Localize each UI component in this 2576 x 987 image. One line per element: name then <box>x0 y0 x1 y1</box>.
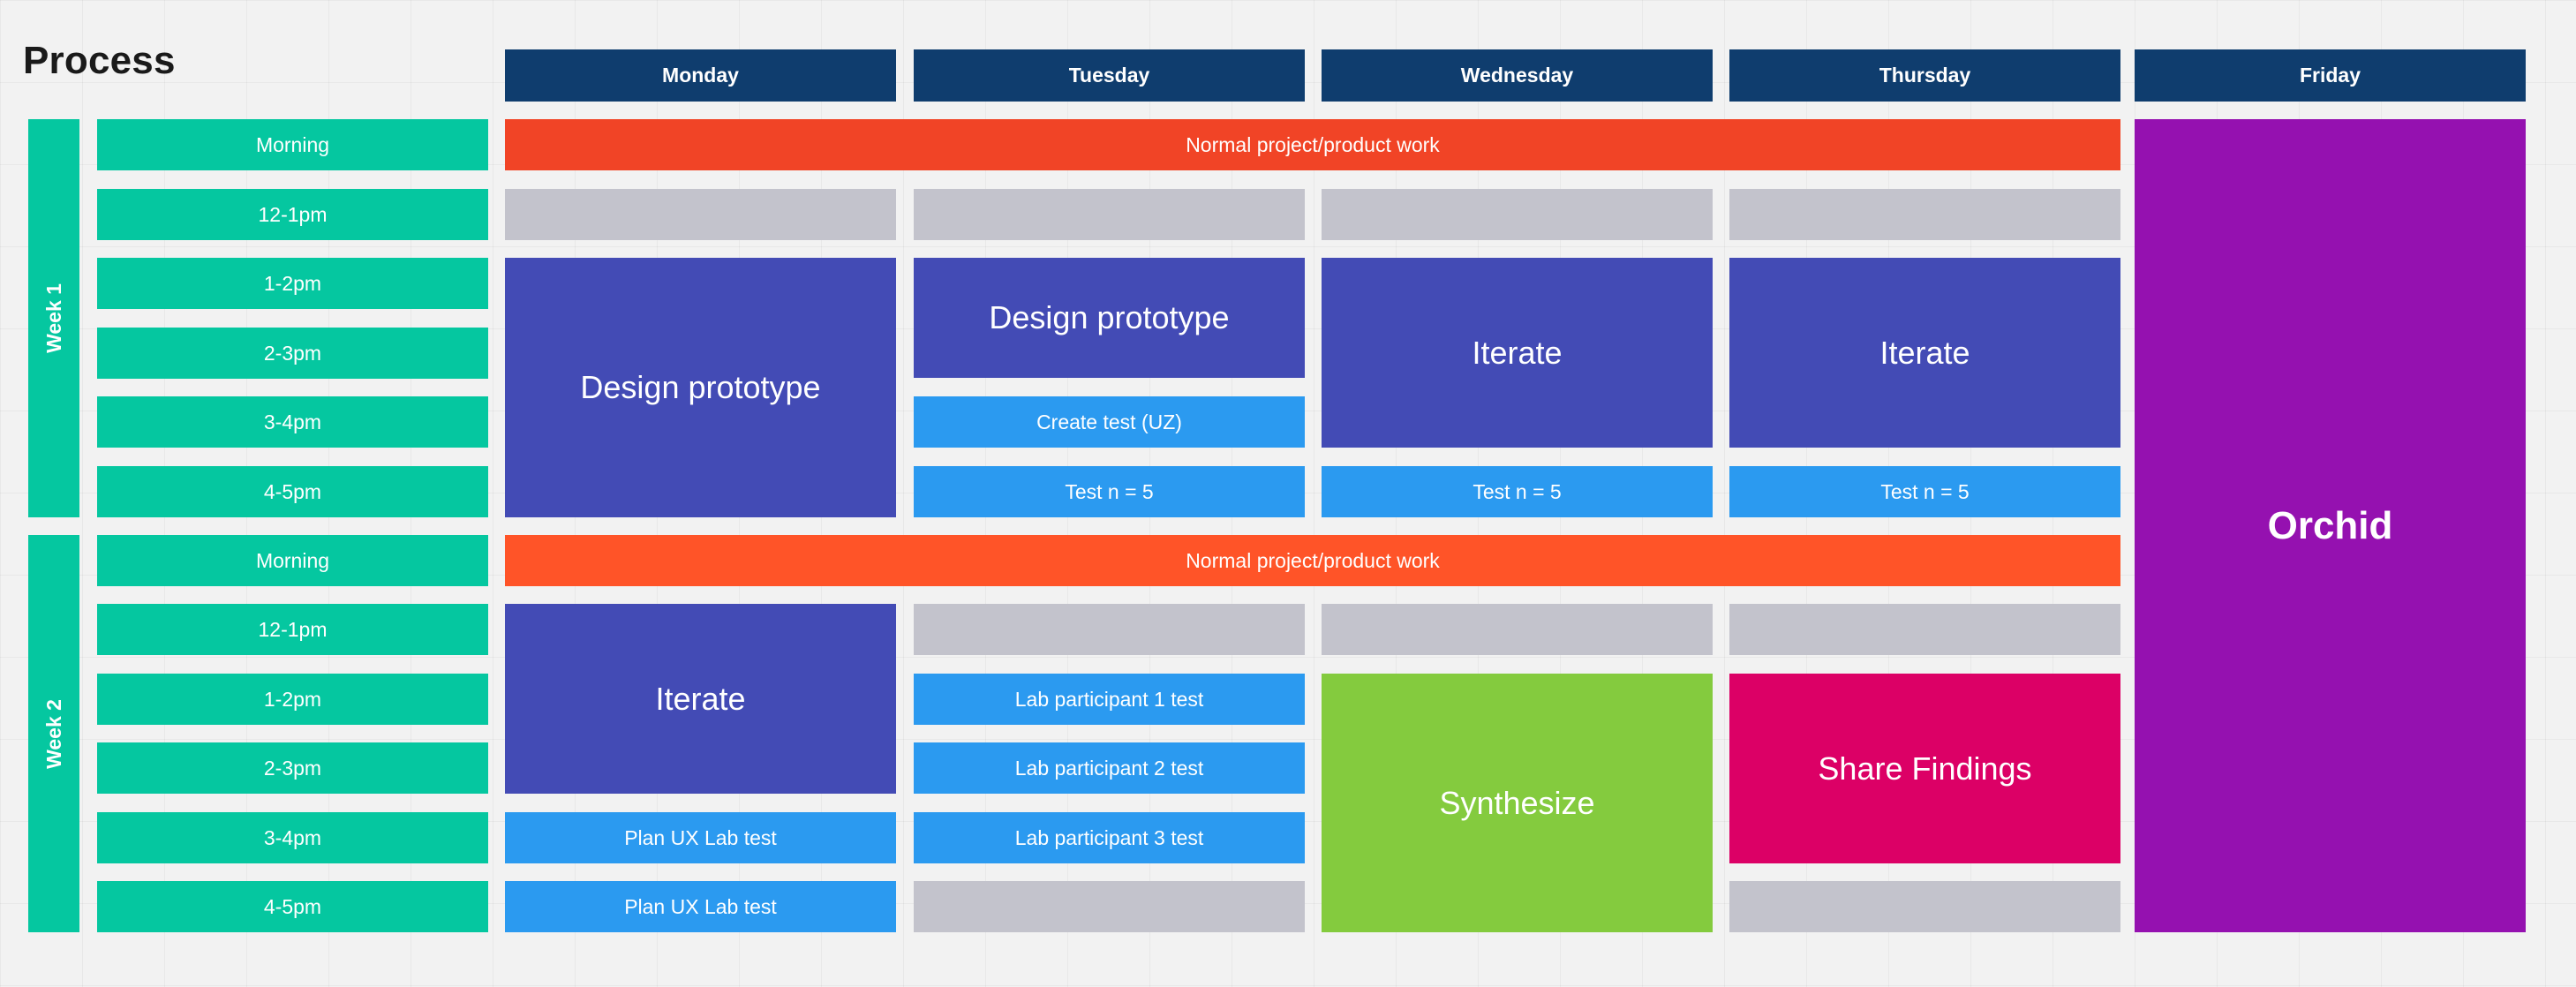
week1-slot-12-1pm: 12-1pm <box>97 189 488 240</box>
week2-thursday-12-1pm-empty <box>1729 604 2120 655</box>
week1-monday-design-prototype: Design prototype <box>505 258 896 517</box>
week2-wednesday-12-1pm-empty <box>1322 604 1713 655</box>
week2-wednesday-synthesize: Synthesize <box>1322 674 1713 932</box>
week2-monday-iterate: Iterate <box>505 604 896 794</box>
week2-slot-3-4pm: 3-4pm <box>97 812 488 863</box>
day-header-thursday: Thursday <box>1729 49 2120 102</box>
day-header-monday: Monday <box>505 49 896 102</box>
week1-tuesday-12-1pm-empty <box>914 189 1305 240</box>
week2-slot-morning: Morning <box>97 535 488 586</box>
week1-thursday-iterate: Iterate <box>1729 258 2120 448</box>
week1-slot-3-4pm: 3-4pm <box>97 396 488 448</box>
week1-thursday-test-n5: Test n = 5 <box>1729 466 2120 517</box>
week1-wednesday-iterate: Iterate <box>1322 258 1713 448</box>
week1-monday-12-1pm-empty <box>505 189 896 240</box>
week1-slot-2-3pm: 2-3pm <box>97 328 488 379</box>
week1-tuesday-create-test: Create test (UZ) <box>914 396 1305 448</box>
week1-slot-morning: Morning <box>97 119 488 170</box>
week2-thursday-4-5pm-empty <box>1729 881 2120 932</box>
week2-monday-plan-ux-lab-test-2: Plan UX Lab test <box>505 881 896 932</box>
week1-tuesday-design-prototype: Design prototype <box>914 258 1305 378</box>
week2-slot-1-2pm: 1-2pm <box>97 674 488 725</box>
week2-tuesday-lab-participant-1: Lab participant 1 test <box>914 674 1305 725</box>
day-header-wednesday: Wednesday <box>1322 49 1713 102</box>
week2-slot-4-5pm: 4-5pm <box>97 881 488 932</box>
week1-wednesday-12-1pm-empty <box>1322 189 1713 240</box>
week2-monday-plan-ux-lab-test-1: Plan UX Lab test <box>505 812 896 863</box>
week-2-label: Week 2 <box>41 698 65 769</box>
week-1-bar: Week 1 <box>28 119 79 517</box>
week2-thursday-share-findings: Share Findings <box>1729 674 2120 863</box>
week2-tuesday-lab-participant-3: Lab participant 3 test <box>914 812 1305 863</box>
week-1-label: Week 1 <box>41 283 65 353</box>
day-header-friday: Friday <box>2135 49 2526 102</box>
week2-tuesday-4-5pm-empty <box>914 881 1305 932</box>
week2-tuesday-12-1pm-empty <box>914 604 1305 655</box>
week1-slot-1-2pm: 1-2pm <box>97 258 488 309</box>
week-2-bar: Week 2 <box>28 535 79 932</box>
week2-normal-work-block: Normal project/product work <box>505 535 2120 586</box>
week1-normal-work-block: Normal project/product work <box>505 119 2120 170</box>
week1-wednesday-test-n5: Test n = 5 <box>1322 466 1713 517</box>
week1-tuesday-test-n5: Test n = 5 <box>914 466 1305 517</box>
friday-orchid-block: Orchid <box>2135 119 2526 932</box>
week1-thursday-12-1pm-empty <box>1729 189 2120 240</box>
week2-slot-12-1pm: 12-1pm <box>97 604 488 655</box>
week2-tuesday-lab-participant-2: Lab participant 2 test <box>914 742 1305 794</box>
week2-slot-2-3pm: 2-3pm <box>97 742 488 794</box>
board-title: Process <box>23 39 176 82</box>
day-header-tuesday: Tuesday <box>914 49 1305 102</box>
week1-slot-4-5pm: 4-5pm <box>97 466 488 517</box>
